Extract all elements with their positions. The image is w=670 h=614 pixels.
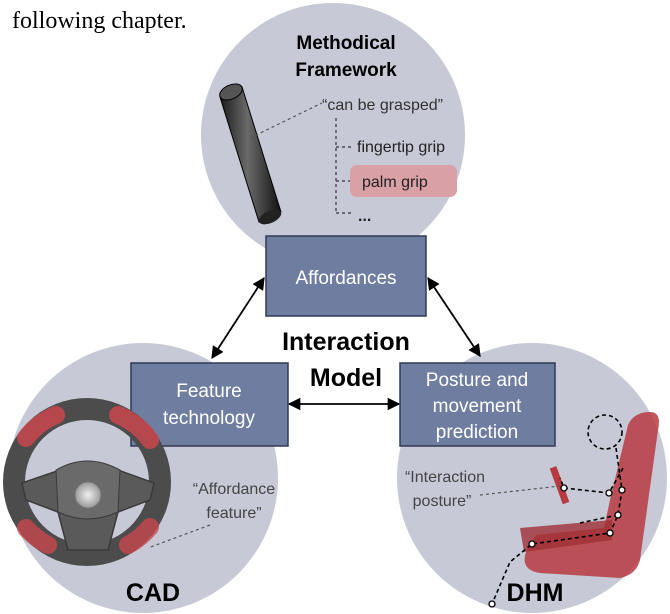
mannequin-joints bbox=[488, 484, 626, 608]
interaction-leader-line bbox=[479, 485, 561, 496]
tree-root-label: “can be grasped” bbox=[322, 97, 443, 114]
cad-title: CAD bbox=[126, 579, 180, 607]
affordances-box bbox=[265, 235, 427, 317]
affordance-leader-line bbox=[147, 524, 211, 549]
feature-technology-box bbox=[130, 362, 289, 447]
framework-title-line1: Methodical bbox=[296, 33, 395, 54]
posture-prediction-box bbox=[399, 362, 556, 447]
feature-technology-line1: Feature bbox=[176, 381, 241, 402]
tree-item-more: ... bbox=[358, 208, 371, 225]
palm-grip-highlight bbox=[350, 165, 457, 197]
affordances-label: Affordances bbox=[295, 268, 396, 289]
interaction-posture-line1: “Interaction bbox=[405, 469, 485, 486]
affordance-feature-line1: “Affordance bbox=[193, 481, 276, 498]
steering-wheel-icon bbox=[3, 398, 171, 566]
grasp-stick-icon bbox=[219, 83, 282, 225]
interaction-model-line2: Model bbox=[310, 364, 382, 392]
tree-item-palm: palm grip bbox=[362, 174, 428, 191]
posture-prediction-line1: Posture and bbox=[426, 370, 528, 391]
top-caption: following chapter. bbox=[12, 8, 187, 34]
arrow-affordances-feature bbox=[211, 276, 265, 360]
car-seat-icon bbox=[520, 412, 659, 578]
affordance-feature-line2: feature” bbox=[206, 505, 261, 522]
posture-prediction-line2: movement bbox=[433, 396, 522, 417]
feature-technology-line2: technology bbox=[163, 408, 255, 429]
posture-prediction-line3: prediction bbox=[436, 422, 518, 443]
stick-leader-line bbox=[249, 102, 323, 139]
tree-connector bbox=[335, 118, 351, 214]
interaction-model-line1: Interaction bbox=[282, 328, 410, 356]
dhm-title: DHM bbox=[507, 579, 564, 607]
tree-item-fingertip: fingertip grip bbox=[357, 139, 445, 156]
arrow-affordances-posture bbox=[427, 276, 481, 358]
framework-title-line2: Framework bbox=[295, 60, 397, 81]
interaction-posture-line2: posture” bbox=[413, 493, 472, 510]
